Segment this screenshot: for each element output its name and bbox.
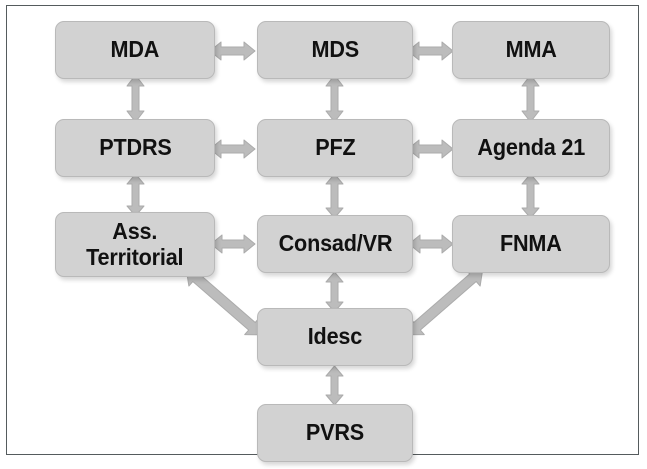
node-label: PTDRS: [98, 134, 172, 161]
arrow-consad-vr-fnma: [408, 234, 454, 254]
arrow-ptdrs-pfz: [209, 139, 256, 159]
node-idesc[interactable]: Idesc: [257, 308, 413, 366]
arrow-idesc-pvrs: [325, 365, 344, 406]
node-label: MDS: [311, 36, 359, 63]
node-fnma[interactable]: FNMA: [452, 215, 610, 273]
node-mda[interactable]: MDA: [55, 21, 215, 79]
arrow-mda-ptdrs: [126, 74, 145, 123]
arrow-pfz-agenda21: [407, 139, 454, 159]
node-label: PFZ: [314, 134, 356, 161]
arrow-pfz-consad-vr: [325, 173, 344, 219]
node-label: Agenda 21: [477, 134, 585, 161]
node-ptdrs[interactable]: PTDRS: [55, 119, 215, 177]
node-label: MDA: [110, 36, 160, 63]
arrow-mds-pfz: [325, 74, 344, 123]
node-label: Consad/VR: [278, 230, 392, 257]
arrow-mds-mma: [407, 41, 454, 61]
node-label: PVRS: [305, 419, 365, 446]
node-consad-vr[interactable]: Consad/VR: [257, 215, 413, 273]
node-agenda21[interactable]: Agenda 21: [452, 119, 610, 177]
arrow-ass-territorial-idesc: [185, 268, 263, 336]
arrow-mda-mds: [209, 41, 256, 61]
arrow-ptdrs-ass-territorial: [126, 173, 145, 217]
arrow-consad-vr-idesc: [325, 271, 344, 313]
node-label: MMA: [505, 36, 557, 63]
node-label: Idesc: [307, 323, 363, 350]
node-ass-territorial[interactable]: Ass. Territorial: [55, 212, 215, 277]
node-mma[interactable]: MMA: [452, 21, 610, 79]
node-label: Ass. Territorial: [86, 217, 184, 270]
node-label: FNMA: [500, 230, 562, 257]
node-pvrs[interactable]: PVRS: [257, 404, 413, 462]
arrow-ass-territorial-consad-vr: [210, 234, 256, 254]
arrow-fnma-idesc: [406, 268, 484, 336]
node-pfz[interactable]: PFZ: [257, 119, 413, 177]
node-mds[interactable]: MDS: [257, 21, 413, 79]
arrow-mma-agenda21: [521, 74, 540, 123]
arrow-agenda21-fnma: [521, 173, 540, 219]
diagram-frame: MDA MDS MMA PTDRS PFZ Agenda 21 Ass. Ter…: [6, 5, 639, 462]
